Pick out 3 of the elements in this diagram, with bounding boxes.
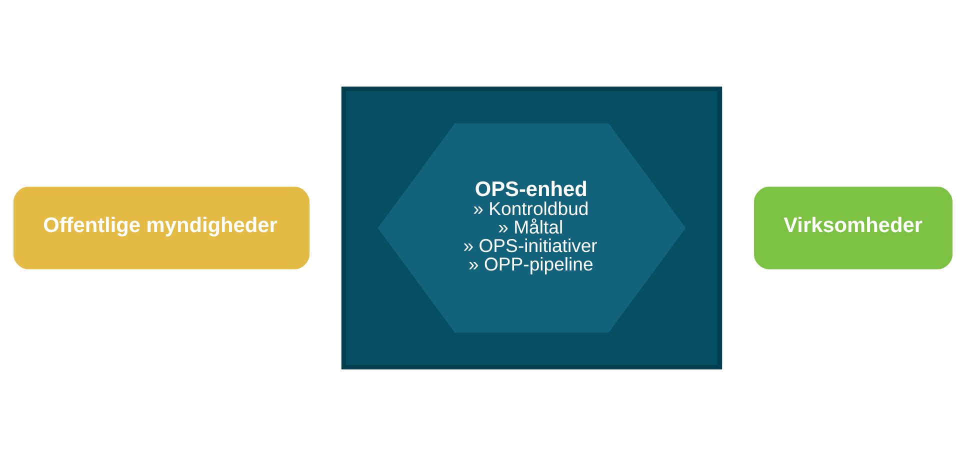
node-box: Offentlige myndigheder [14,186,310,269]
node-box: Virksomheder [754,186,952,269]
cluster [341,86,722,369]
